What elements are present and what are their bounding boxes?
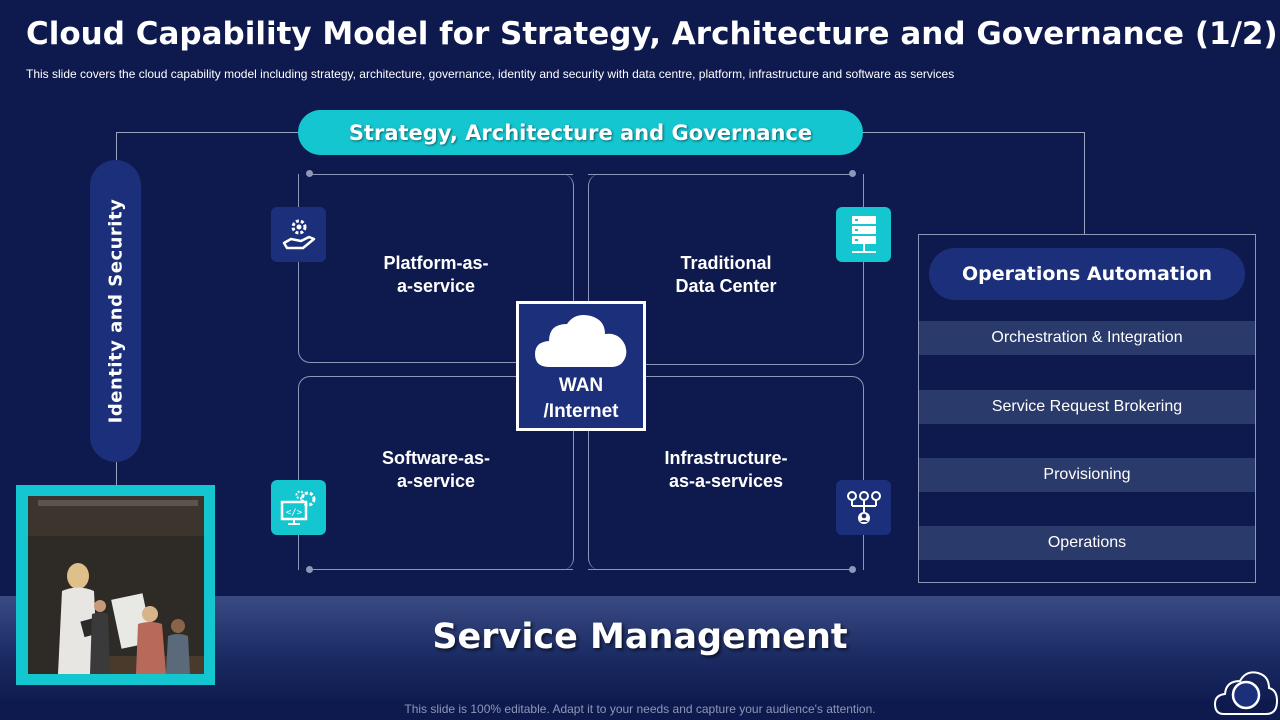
ops-item-service-request: Service Request Brokering	[919, 390, 1255, 424]
strategy-architecture-governance-banner: Strategy, Architecture and Governance	[298, 110, 863, 155]
label-line: /Internet	[543, 401, 619, 422]
operations-automation-panel	[918, 234, 1256, 583]
connector-line	[116, 132, 298, 133]
connector-line	[116, 462, 117, 486]
label-line: Data Center	[675, 276, 777, 296]
platform-as-a-service-label: Platform-as- a-service	[336, 252, 536, 298]
label-line: a-service	[396, 276, 476, 296]
page-subtitle: This slide covers the cloud capability m…	[26, 67, 955, 81]
ops-item-orchestration: Orchestration & Integration	[919, 321, 1255, 355]
quadrant-top-rule-left	[309, 174, 573, 175]
cloud-logo-icon	[1214, 671, 1278, 715]
service-management-label: Service Management	[432, 617, 848, 657]
label-line: Platform-as-	[383, 253, 489, 273]
quadrant-bottom-rule-right	[588, 569, 853, 570]
traditional-data-center-label: Traditional Data Center	[626, 252, 826, 298]
quadrant-infrastructure-frame	[588, 376, 864, 570]
quadrant-datacenter-frame	[588, 174, 864, 365]
server-icon	[836, 207, 891, 262]
software-as-a-service-label: Software-as- a-service	[336, 447, 536, 493]
identity-security-banner: Identity and Security	[90, 160, 141, 462]
hand-gear-icon	[271, 207, 326, 262]
label-line: Traditional	[680, 253, 772, 273]
quadrant-top-rule-right	[588, 174, 853, 175]
footer-note: This slide is 100% editable. Adapt it to…	[404, 702, 876, 716]
label-line: as-a-services	[668, 471, 784, 491]
label-line: Infrastructure-	[664, 448, 788, 468]
ops-item-provisioning: Provisioning	[919, 458, 1255, 492]
quadrant-bottom-rule-left	[309, 569, 573, 570]
svg-text:</>: </>	[285, 508, 302, 518]
connector-dot	[306, 170, 313, 177]
network-user-icon	[836, 480, 891, 535]
infrastructure-as-a-services-label: Infrastructure- as-a-services	[626, 447, 826, 493]
identity-security-label: Identity and Security	[105, 198, 126, 424]
connector-dot	[306, 566, 313, 573]
ops-item-operations: Operations	[919, 526, 1255, 560]
label-line: a-service	[396, 471, 476, 491]
connector-dot	[849, 170, 856, 177]
cloud-icon	[535, 315, 627, 367]
team-meeting-photo	[28, 496, 204, 674]
page-title: Cloud Capability Model for Strategy, Arc…	[26, 16, 1278, 52]
wan-internet-label: WAN /Internet	[519, 373, 643, 425]
code-monitor-gear-icon: </>	[271, 480, 326, 535]
operations-automation-title: Operations Automation	[929, 248, 1245, 300]
label-line: WAN	[558, 375, 604, 396]
connector-dot	[849, 566, 856, 573]
wan-internet-box: WAN /Internet	[516, 301, 646, 431]
label-line: Software-as-	[381, 448, 491, 468]
connector-line	[1084, 132, 1085, 234]
quadrant-platform-frame	[298, 174, 574, 363]
connector-line	[863, 132, 1084, 133]
quadrant-software-frame	[298, 376, 574, 570]
connector-line	[116, 132, 117, 160]
